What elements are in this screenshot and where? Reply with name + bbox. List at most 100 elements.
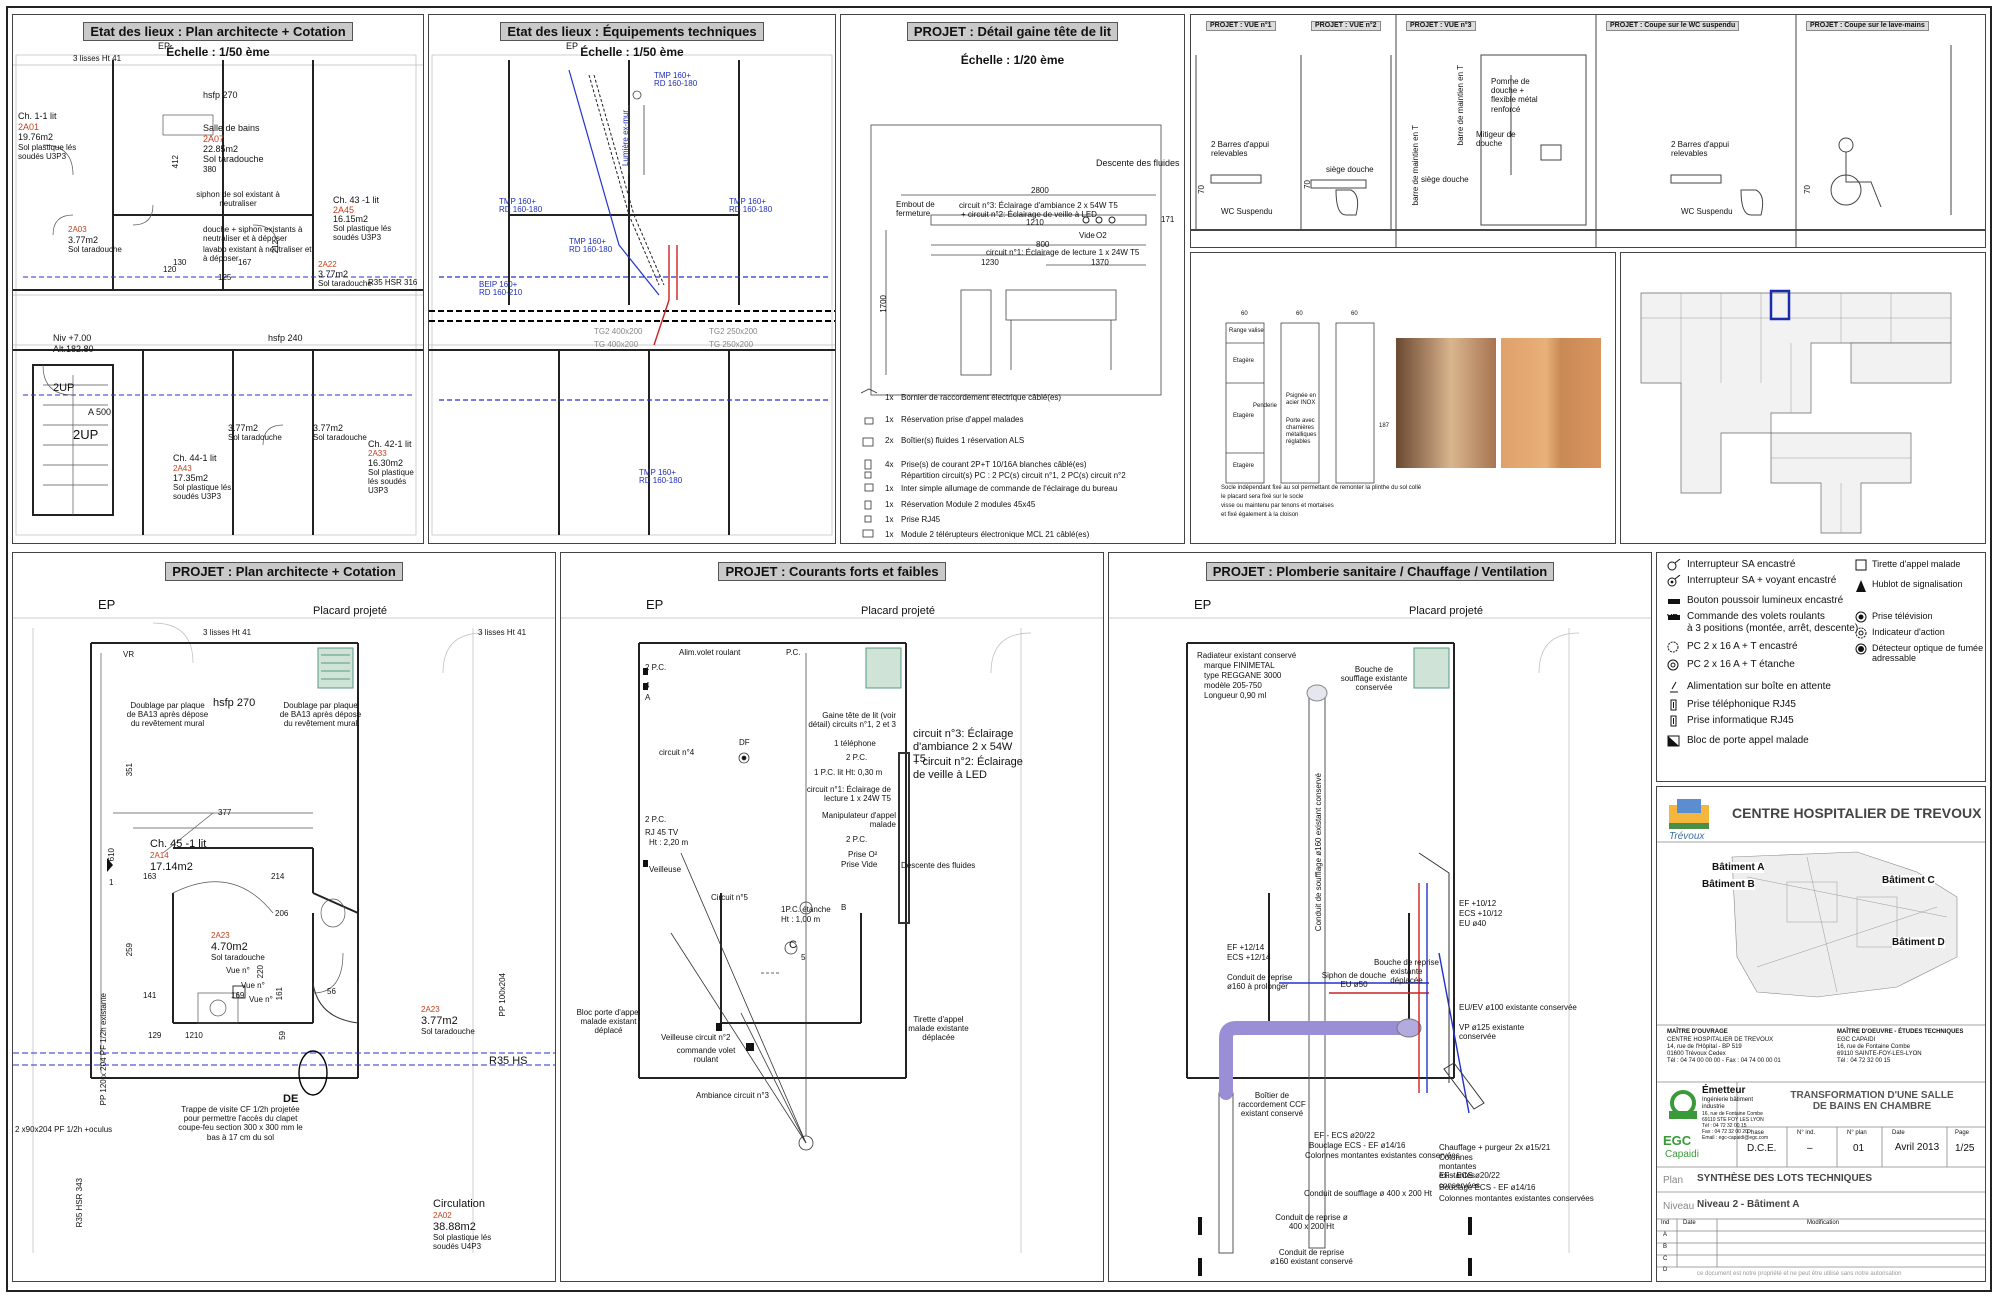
plan-label: 1	[109, 878, 114, 887]
plan-label: 163	[143, 872, 157, 881]
room-code: 2A03	[68, 225, 87, 234]
panel-site-plan	[1620, 252, 1986, 544]
emetteur-line: Tél : 04 72 32 00 15	[1702, 1123, 1747, 1129]
legend-item: Indicateur d'action	[1872, 627, 1945, 637]
closet-drawing	[1225, 322, 1375, 484]
legend-qty: 1x	[885, 500, 894, 509]
panel-scale: Échelle : 1/20 ème	[960, 53, 1065, 67]
legend-item: Bouton poussoir lumineux encastré	[1687, 595, 1844, 606]
room-area: 19.76m2	[18, 132, 54, 142]
plan-label: 2 P.C.	[846, 753, 868, 762]
room-floor: Sol taradouche	[313, 433, 367, 442]
level-note: Alt.182.80	[53, 344, 94, 354]
view-label: 70	[1803, 185, 1812, 194]
room-code: 2A22	[318, 260, 337, 269]
vent-label: RD 160-180	[499, 205, 543, 214]
rev-head: Ind	[1661, 1220, 1670, 1226]
plan-label: Alim.volet roulant	[679, 648, 741, 657]
level-note: Niv +7.00	[53, 333, 92, 343]
building-label: Bâtiment D	[1892, 937, 1945, 948]
plan-label: C	[789, 939, 797, 951]
plan-label: circuit n°1: Éclairage de lecture 1 x 24…	[806, 785, 891, 804]
panel-scale: Échelle : 1/50 ème	[580, 45, 684, 59]
plan-label: Boîtier de raccordement CCF existant con…	[1238, 1091, 1306, 1119]
room-code: 2A01	[18, 122, 40, 132]
duct-label: TG 250x200	[709, 340, 754, 349]
plan-label: Vue n°	[226, 966, 250, 975]
plan-label: A 500	[88, 407, 112, 417]
plan-value: SYNTHÈSE DES LOTS TECHNIQUES	[1697, 1173, 1873, 1184]
plan-label: 351	[125, 763, 134, 777]
duct-label: Lumière ex-mur	[621, 110, 630, 167]
emetteur-title: Émetteur	[1702, 1085, 1746, 1096]
panel-existing-equipment: Etat des lieux : Équipements techniques …	[428, 14, 836, 544]
title-block-grid	[1657, 799, 1985, 1268]
moa-line: Tél : 04 74 00 00 00 - Fax : 04 74 00 00…	[1667, 1058, 1781, 1064]
electrical-drawing	[561, 617, 1103, 1253]
plan-label: 1P.C. étanche	[781, 905, 831, 914]
plan-label: circuit n°3: Éclairage d'ambiance 2 x 54…	[913, 728, 1014, 766]
plan-label: 5	[801, 953, 806, 962]
plan-label: Colonnes montantes existantes conservées	[1439, 1153, 1480, 1190]
plan-label: Siphon de douche EU ø50	[1321, 971, 1387, 990]
plan-label: Veilleuse	[649, 865, 682, 874]
plan-label: Sol taradouche	[211, 953, 265, 962]
plan-label: Prise Vide	[841, 860, 878, 869]
legend-item: Alimentation sur boîte en attente	[1687, 681, 1831, 692]
view-label: barre de maintien en T	[1411, 125, 1420, 206]
view-title: PROJET : VUE n°2	[1311, 21, 1381, 32]
plan-label: 3 lisses Ht 41	[478, 628, 527, 637]
plan-label: Sol taradouche	[421, 1027, 475, 1036]
plan-label: 3 lisses Ht 41	[73, 54, 122, 63]
plan-label: 2A14	[150, 851, 169, 860]
plan-label: Conduit de soufflage ø160 existant conse…	[1314, 773, 1323, 932]
plan-label: EU ø40	[1459, 919, 1487, 928]
moe-line: 69110 SAINTE-FOY-LES-LYON	[1837, 1051, 1922, 1057]
closet-label: 60	[1241, 311, 1248, 317]
plan-label: ECS +10/12	[1459, 909, 1503, 918]
panel-project-plumbing: PROJET : Plomberie sanitaire / Chauffage…	[1108, 552, 1652, 1282]
plan-label: EP	[1194, 597, 1212, 612]
plan-label: 2A02	[433, 1211, 452, 1220]
plan-label: Doublage par plaque de BA13 après dépose…	[279, 701, 362, 729]
plan-label: hsfp 270	[213, 697, 256, 709]
circuit-label: + circuit n°2: Éclairage de veille à LED	[961, 210, 1097, 219]
level-value: Niveau 2 - Bâtiment A	[1697, 1199, 1800, 1210]
plan-label-head: Plan	[1663, 1175, 1684, 1186]
room-floor: Sol taradouche	[68, 245, 122, 254]
plan-label: Bouclage ECS - EF ø14/16	[1309, 1141, 1406, 1150]
detail-label: Embout de fermeture	[896, 200, 935, 219]
dimension: 1230	[981, 258, 999, 267]
closet-photo-open	[1396, 338, 1496, 468]
moe-label: MAÎTRE D'OEUVRE - ÉTUDES TECHNIQUES	[1837, 1029, 1964, 1035]
plan-label: EF - ECS ø20/22	[1314, 1131, 1375, 1140]
plan-label: Veilleuse circuit n°2	[661, 1033, 731, 1042]
legend-qty: 1x	[885, 530, 894, 539]
plan-label: Longueur 0,90 ml	[1204, 691, 1267, 700]
duct-label: TG2 250x200	[709, 327, 758, 336]
legend-item: à 3 positions (montée, arrêt, descente)	[1687, 623, 1859, 634]
view-label: 2 Barres d'appui relevables	[1671, 140, 1730, 159]
plan-label: Vue n°	[241, 981, 265, 990]
plan-label: Ambiance circuit n°3	[696, 1091, 770, 1100]
vent-label: TMP 160+	[639, 468, 676, 477]
legend-text: Inter simple allumage de commande de l'é…	[901, 484, 1118, 493]
legend-text: Boîtier(s) fluides 1 réservation ALS	[901, 436, 1025, 445]
rev-head: Date	[1683, 1220, 1696, 1226]
room-floor: Sol taradouche	[203, 154, 264, 164]
plan-label: 1210	[185, 1031, 203, 1040]
plan-label: 3.77m2	[421, 1015, 458, 1027]
closet-label: le placard sera fixé sur le socle	[1221, 494, 1304, 500]
room-floor: Sol taradouche	[318, 279, 372, 288]
closet-label: Etagère	[1233, 358, 1255, 364]
plan-label: R35 HS	[489, 1055, 528, 1067]
room-floor: Sol taradouche	[228, 433, 282, 442]
closet-label: Etagère	[1233, 413, 1255, 419]
num-head: N° plan	[1847, 1130, 1867, 1136]
detail-label: Descente des fluides	[1096, 158, 1180, 168]
plan-label: Colonnes montantes existantes conservées	[1439, 1194, 1594, 1203]
vent-label: RD 160-180	[639, 476, 683, 485]
view-title: PROJET : Coupe sur le lave-mains	[1806, 21, 1929, 32]
